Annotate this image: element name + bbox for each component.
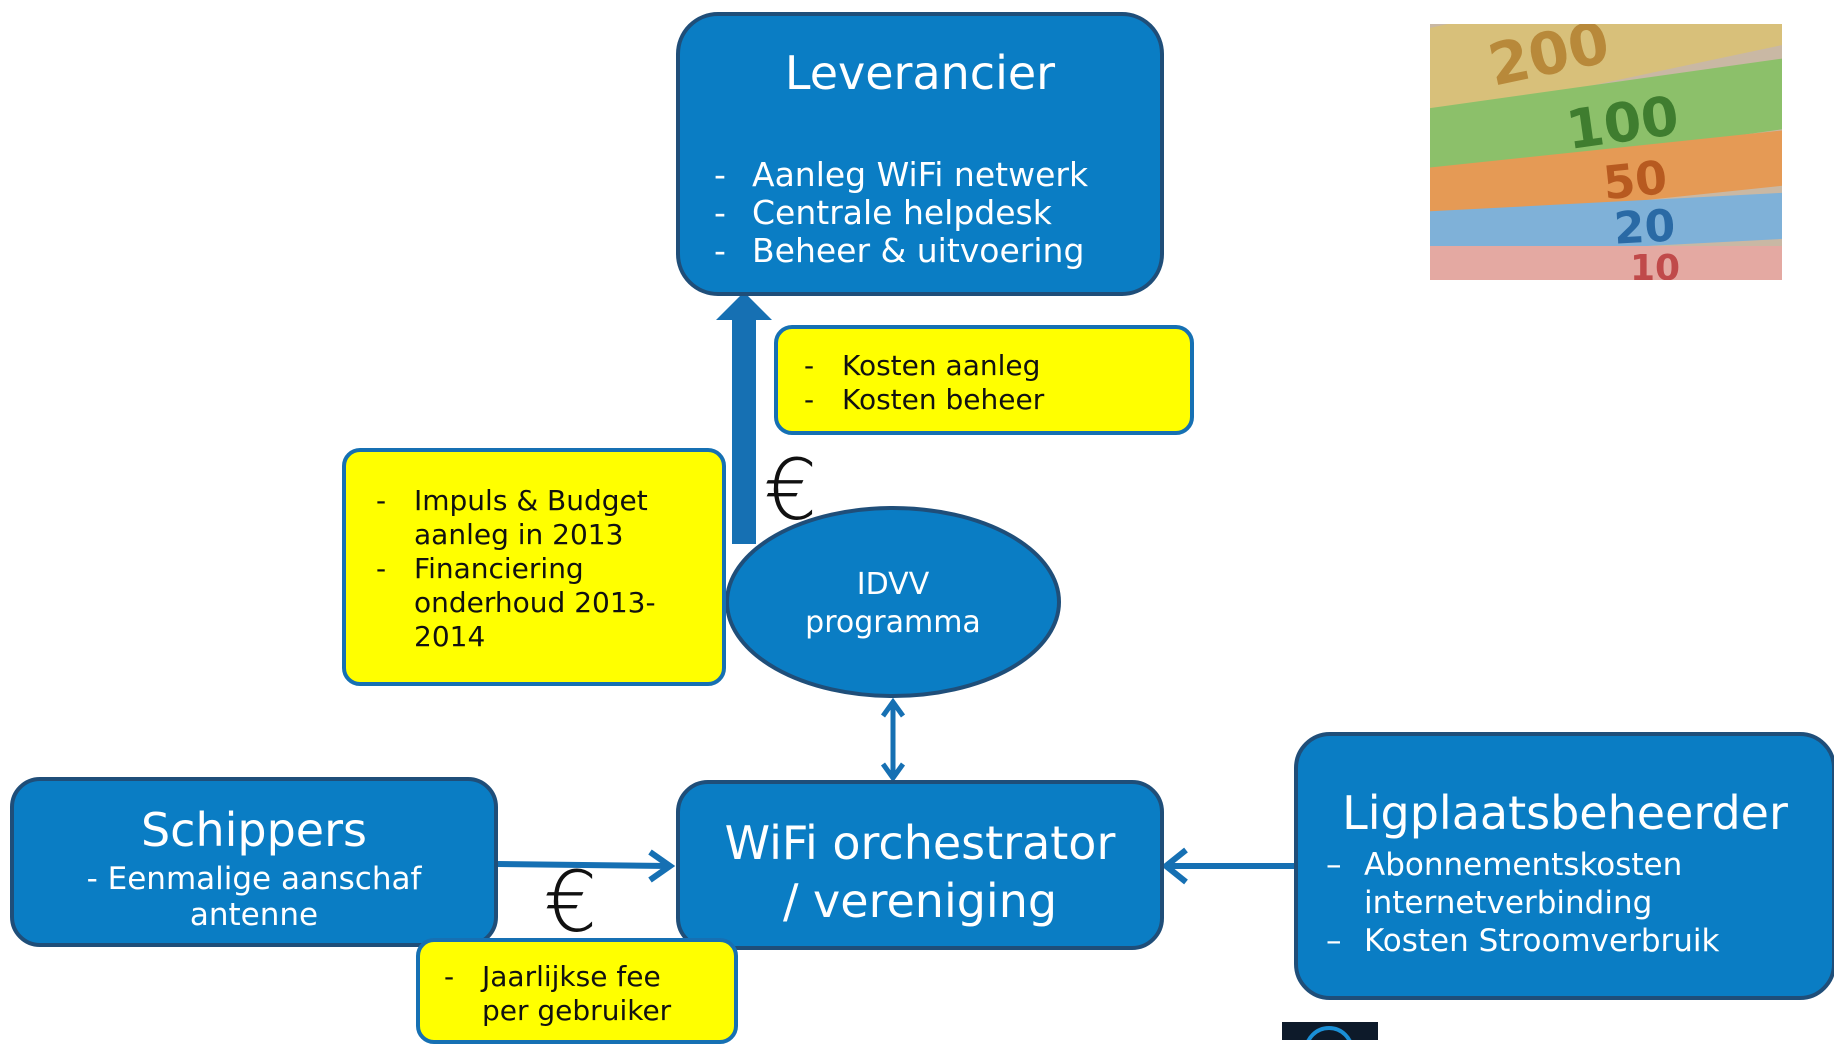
ligplaats-box: Ligplaatsbeheerder Abonnementskosten int…: [1294, 732, 1834, 1000]
leverancier-list: Aanleg WiFi netwerk Centrale helpdesk Be…: [714, 156, 1088, 271]
list-item: Centrale helpdesk: [714, 194, 1088, 233]
list-item: Kosten Stroomverbruik: [1326, 922, 1806, 960]
logo-icon: [1282, 1022, 1378, 1040]
fee-list: Jaarlijkse fee per gebruiker: [444, 960, 704, 1028]
fee-note: Jaarlijkse fee per gebruiker: [416, 938, 738, 1044]
banknotes-image: 200 100 50 20 10: [1430, 24, 1782, 280]
leverancier-box: Leverancier Aanleg WiFi netwerk Centrale…: [676, 12, 1164, 296]
list-item: Beheer & uitvoering: [714, 232, 1088, 271]
list-item: Kosten aanleg: [804, 349, 1044, 383]
list-item: Financiering onderhoud 2013-2014: [376, 552, 676, 654]
idvv-line1: IDVV: [856, 567, 930, 602]
idvv-note-list: Impuls & Budget aanleg in 2013 Financier…: [376, 484, 676, 654]
arrow-idvv-to-leverancier: [716, 292, 772, 544]
note-20: 20: [1613, 201, 1677, 255]
leverancier-title: Leverancier: [784, 46, 1056, 100]
schippers-box: Schippers - Eenmalige aanschaf antenne: [10, 777, 498, 947]
schippers-line2: antenne: [189, 897, 319, 933]
note-10: 10: [1630, 248, 1680, 280]
arrow-ligplaats-to-orchestrator: [1161, 847, 1294, 885]
idvv-label: IDVV programma: [727, 566, 1059, 642]
ligplaats-list: Abonnementskosten internetverbinding Kos…: [1326, 846, 1806, 960]
kosten-list: Kosten aanleg Kosten beheer: [804, 349, 1044, 417]
euro-symbol-bottom: €: [544, 853, 598, 951]
arrow-schippers-to-orchestrator: [497, 849, 676, 883]
list-item: Jaarlijkse fee per gebruiker: [444, 960, 704, 1028]
list-item: Abonnementskosten internetverbinding: [1326, 846, 1806, 922]
euro-symbol-top: €: [764, 441, 818, 539]
arrow-idvv-orchestrator: [880, 697, 906, 783]
kosten-note: Kosten aanleg Kosten beheer: [774, 325, 1194, 435]
idvv-line2: programma: [805, 605, 981, 640]
list-item: Aanleg WiFi netwerk: [714, 156, 1088, 195]
list-item: Kosten beheer: [804, 383, 1044, 417]
banknotes-illustration: 200 100 50 20 10: [1430, 24, 1782, 280]
ligplaats-title: Ligplaatsbeheerder: [1342, 786, 1788, 840]
orchestrator-line2: / vereniging: [782, 874, 1058, 928]
schippers-line1: - Eenmalige aanschaf: [86, 861, 422, 897]
list-item: Impuls & Budget aanleg in 2013: [376, 484, 676, 552]
orchestrator-box: WiFi orchestrator / vereniging: [676, 780, 1164, 950]
idvv-note: Impuls & Budget aanleg in 2013 Financier…: [342, 448, 726, 686]
schippers-title: Schippers: [140, 803, 367, 857]
orchestrator-line1: WiFi orchestrator: [724, 816, 1116, 870]
idvv-ellipse: [725, 506, 1061, 698]
